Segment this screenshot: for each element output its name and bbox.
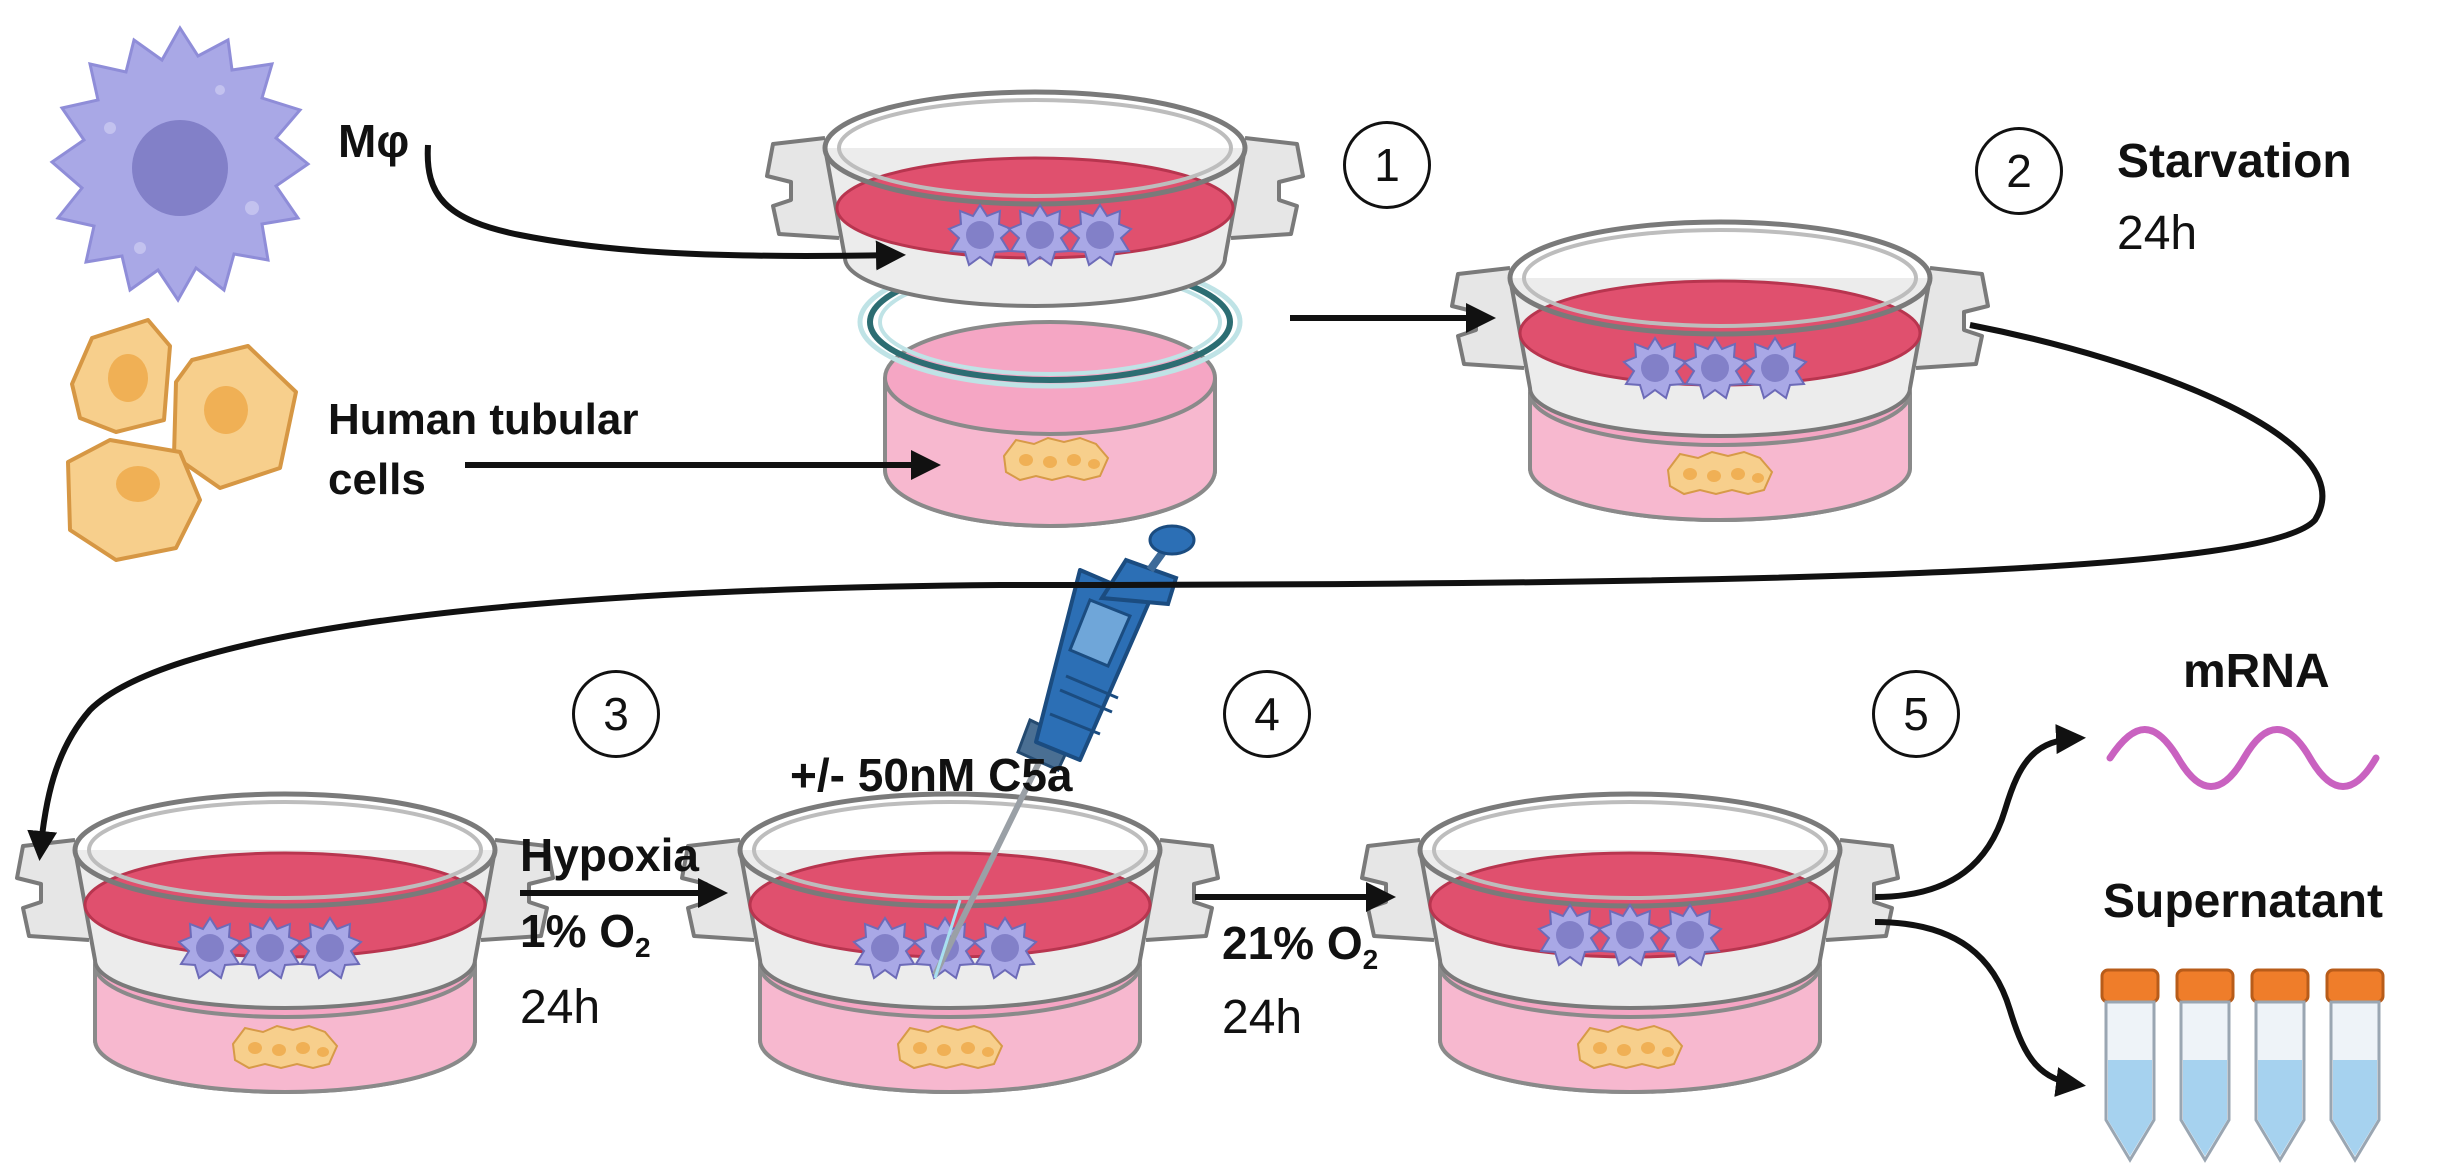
process-arrows bbox=[27, 144, 2326, 1097]
step-2-marker: 2 bbox=[1975, 127, 2063, 215]
transwell-plate-3 bbox=[17, 794, 553, 1092]
starvation-label: Starvation bbox=[2117, 135, 2352, 188]
transwell-plate-1 bbox=[765, 89, 1305, 528]
step-3-marker: 3 bbox=[572, 670, 660, 758]
reoxygenation-oxygen-text: 21% O bbox=[1222, 917, 1363, 969]
supernatant-label: Supernatant bbox=[2103, 875, 2384, 928]
hypoxia-oxygen-subscript: 2 bbox=[635, 932, 651, 963]
step2-to-step3-arrow bbox=[27, 322, 2326, 861]
starvation-time: 24h bbox=[2117, 207, 2198, 260]
step-4-marker: 4 bbox=[1223, 670, 1311, 758]
reoxygenation-oxygen-label: 21% O2 bbox=[1222, 917, 1378, 974]
mrna-icon bbox=[2106, 726, 2380, 790]
tubular-cells-label-line1: Human tubular bbox=[328, 395, 639, 444]
macrophage-icon bbox=[49, 25, 311, 303]
reoxygenation-oxygen-subscript: 2 bbox=[1362, 944, 1379, 975]
hypoxia-label: Hypoxia bbox=[520, 829, 699, 881]
c5a-treatment-label: +/- 50nM C5a bbox=[790, 749, 1073, 801]
hypoxia-oxygen-label: 1% O2 bbox=[520, 905, 651, 962]
to-supernatant-arrow bbox=[1874, 919, 2086, 1097]
step-1-marker: 1 bbox=[1343, 121, 1431, 209]
to-mrna-arrow bbox=[1874, 724, 2086, 900]
tubular-cells-label-line2: cells bbox=[328, 455, 426, 504]
step-5-marker: 5 bbox=[1872, 670, 1960, 758]
transwell-plate-5 bbox=[1362, 794, 1898, 1092]
macrophage-label: Mφ bbox=[338, 115, 410, 167]
hypoxia-time: 24h bbox=[520, 981, 601, 1034]
reoxygenation-time: 24h bbox=[1222, 991, 1303, 1044]
transwell-plate-2 bbox=[1452, 222, 1988, 520]
hypoxia-oxygen-text: 1% O bbox=[520, 905, 636, 957]
tubular-cells-icon bbox=[66, 318, 298, 562]
macrophage-to-insert-arrow bbox=[424, 144, 906, 271]
supernatant-tubes-icon bbox=[2100, 968, 2385, 1163]
mrna-label: mRNA bbox=[2183, 645, 2330, 698]
